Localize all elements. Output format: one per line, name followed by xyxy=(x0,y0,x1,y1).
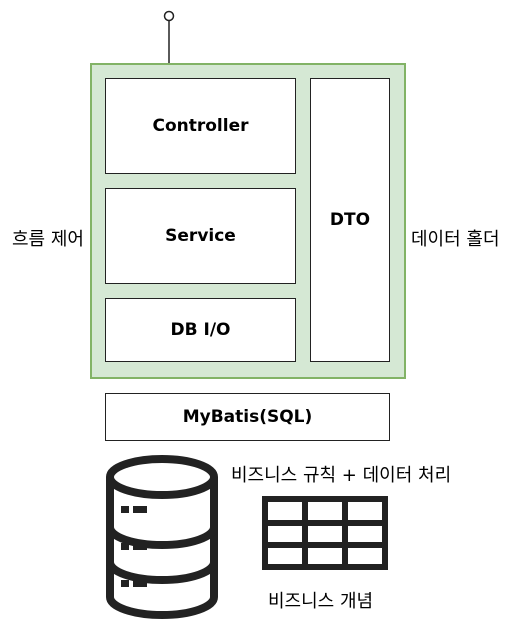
dto-box: DTO xyxy=(310,78,390,362)
dbio-box: DB I/O xyxy=(105,298,296,362)
controller-label: Controller xyxy=(152,116,249,136)
database-caption: 비즈니스 규칙 + 데이터 처리 xyxy=(231,465,452,486)
dbio-label: DB I/O xyxy=(170,320,231,340)
dto-label: DTO xyxy=(329,210,371,230)
data-holder-label: 데이터 홀더 xyxy=(411,229,500,250)
table-caption: 비즈니스 개념 xyxy=(268,591,374,612)
connector-pin xyxy=(163,10,175,64)
controller-box: Controller xyxy=(105,78,296,174)
service-box: Service xyxy=(105,188,296,284)
mybatis-label: MyBatis(SQL) xyxy=(182,407,313,427)
mybatis-box: MyBatis(SQL) xyxy=(105,393,390,441)
flow-control-label: 흐름 제어 xyxy=(12,229,84,250)
service-label: Service xyxy=(165,226,236,246)
